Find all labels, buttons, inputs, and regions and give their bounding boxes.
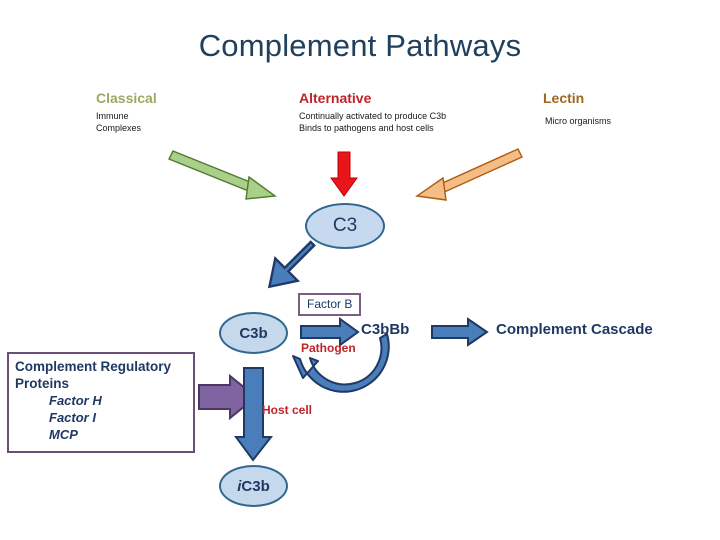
label-pathogen: Pathogen — [301, 341, 356, 355]
crp-title: Complement Regulatory Proteins — [15, 359, 172, 391]
arrow-c3bbb-to-cascade — [431, 317, 489, 347]
page-title: Complement Pathways — [198, 28, 522, 63]
node-c3-label: C3 — [332, 215, 358, 236]
crp-item-factor-h: Factor H — [49, 393, 102, 408]
pathway-heading-alternative: Alternative — [299, 90, 372, 106]
complement-regulatory-proteins-box[interactable]: Complement Regulatory Proteins Factor H … — [7, 352, 195, 453]
node-complement-cascade-label: Complement Cascade — [496, 321, 653, 338]
crp-item-factor-i: Factor I — [49, 410, 96, 425]
crp-item-mcp: MCP — [49, 427, 78, 442]
factor-b-label: Factor B — [307, 297, 353, 311]
node-ic3b-label: C3b — [241, 477, 270, 495]
arrow-regulatory-purple — [198, 373, 258, 421]
label-host-cell: Host cell — [262, 403, 313, 417]
factor-b-box[interactable]: Factor B — [298, 293, 362, 316]
arrow-c3-to-c3b — [267, 240, 316, 289]
node-c3bbb-label: C3bBb — [361, 321, 410, 338]
node-c3b-label: C3b — [239, 324, 268, 342]
pathway-body-alternative: Continually activated to produce C3b Bin… — [299, 111, 447, 133]
pathway-heading-lectin: Lectin — [543, 90, 585, 106]
arrow-classical-green — [168, 150, 277, 200]
arrow-lectin-orange — [415, 148, 523, 201]
pathway-body-classical: Immune Complexes — [96, 111, 142, 133]
pathway-body-lectin: Micro organisms — [545, 116, 612, 126]
pathway-heading-classical: Classical — [96, 90, 157, 106]
arrow-alternative-red — [330, 151, 358, 197]
node-c3[interactable]: C3 — [305, 203, 385, 249]
node-c3b[interactable]: C3b — [219, 312, 288, 354]
node-ic3b-prefix: i — [237, 477, 242, 495]
